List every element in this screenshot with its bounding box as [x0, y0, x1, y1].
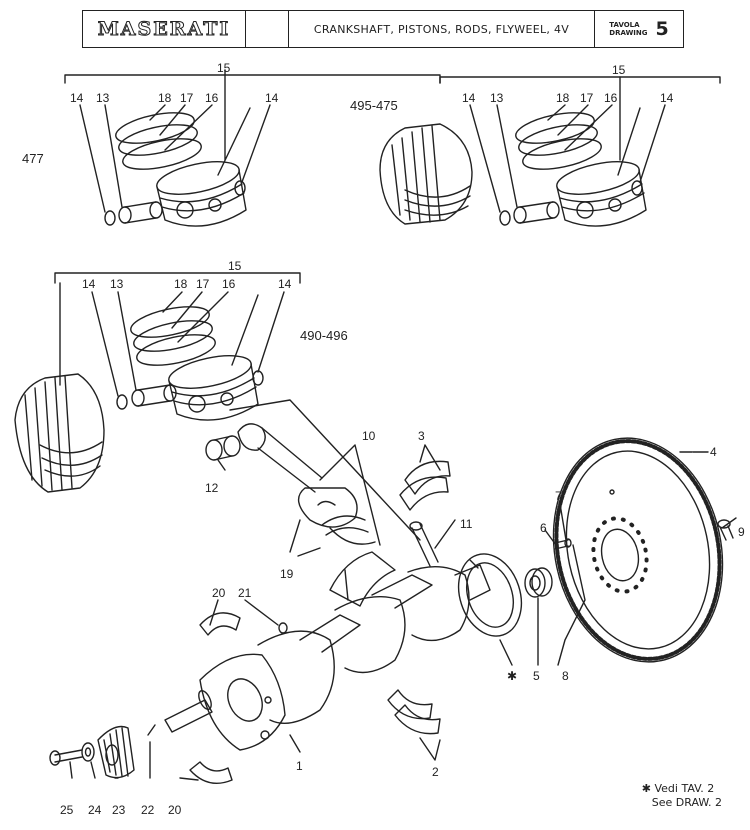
callout-17: 17 [196, 277, 210, 291]
thrust-washer-lower [189, 761, 233, 784]
callout-25: 25 [60, 803, 74, 817]
piston-ring-18 [115, 112, 195, 144]
group-label-495-475: 495-475 [350, 98, 398, 113]
callout-star: ✱ [507, 669, 517, 683]
footnote-line-1: ✱ Vedi TAV. 2 [641, 782, 715, 795]
rod-outline-leader [229, 399, 421, 541]
callout-5: 5 [533, 669, 540, 683]
flywheel-bolt-9 [717, 519, 734, 541]
callout-9: 9 [738, 525, 745, 539]
callout-23: 23 [112, 803, 126, 817]
footnote: ✱ Vedi TAV. 2 See DRAW. 2 [642, 782, 722, 810]
piston-pin [118, 201, 163, 224]
timing-gear [97, 725, 135, 779]
thrust-washer-upper [199, 612, 241, 636]
rod-bolt [409, 521, 439, 567]
circlip-left [104, 210, 116, 226]
callout-16: 16 [205, 91, 219, 105]
callout-14: 14 [278, 277, 292, 291]
piston [156, 161, 247, 227]
rear-oil-seal [457, 553, 523, 637]
callout-14: 14 [70, 91, 84, 105]
big-end-bearing [321, 515, 369, 536]
small-end-bush [205, 435, 241, 461]
piston-pin [131, 384, 177, 407]
callout-19: 19 [280, 567, 294, 581]
title-block-spacer [246, 11, 289, 47]
cylinder-liner [379, 123, 473, 225]
piston-ring-17 [118, 124, 198, 156]
callout-17: 17 [180, 91, 194, 105]
key-22 [147, 724, 156, 736]
callout-20: 20 [212, 586, 226, 600]
callout-4: 4 [710, 445, 717, 459]
callout-15: 15 [228, 259, 242, 273]
callout-15: 15 [217, 61, 231, 75]
callout-18: 18 [158, 91, 172, 105]
callout-18: 18 [174, 277, 188, 291]
callout-22: 22 [141, 803, 155, 817]
piston-ring-16 [122, 138, 202, 170]
main-bearing-shells-2 [387, 689, 441, 761]
connecting-rod-assembly [205, 399, 439, 607]
callout-13: 13 [490, 91, 504, 105]
callout-7: 7 [555, 489, 562, 503]
piston [556, 161, 647, 227]
rod-cap [329, 551, 396, 607]
callout-6: 6 [540, 521, 547, 535]
callout-16: 16 [222, 277, 236, 291]
footnote-line-2: See DRAW. 2 [651, 796, 722, 809]
tavola-label: TAVOLA [609, 21, 640, 29]
callout-17: 17 [580, 91, 594, 105]
callout-15: 15 [612, 63, 626, 77]
callout-1: 1 [296, 759, 303, 773]
callout-24: 24 [88, 803, 102, 817]
main-bearing-shells-3 [399, 444, 451, 511]
spigot-bearing-5 [524, 567, 553, 598]
washer-24 [81, 742, 95, 762]
circlip-right [234, 180, 246, 196]
callout-8: 8 [562, 669, 569, 683]
crankshaft [164, 564, 491, 751]
drawing-title: CRANKSHAFT, PISTONS, RODS, FLYWEEL, 4V [289, 11, 595, 47]
piston-group-495-475 [379, 76, 721, 227]
callout-12: 12 [205, 481, 219, 495]
bolt-25 [49, 749, 83, 766]
flywheel [552, 437, 724, 663]
callout-14: 14 [462, 91, 476, 105]
callout-18: 18 [556, 91, 570, 105]
callout-11: 11 [460, 517, 473, 531]
callout-13: 13 [96, 91, 110, 105]
cylinder-liner [14, 373, 105, 493]
callout-16: 16 [604, 91, 618, 105]
callout-21: 21 [238, 586, 252, 600]
brand-logo: MASERATI [83, 11, 246, 47]
piston-group-490-496 [14, 272, 301, 493]
group-label-477: 477 [22, 151, 44, 166]
callout-2: 2 [432, 765, 439, 779]
callout-20: 20 [168, 803, 182, 817]
drawing-label: DRAWING [609, 29, 648, 37]
callout-3: 3 [418, 429, 425, 443]
callout-14: 14 [82, 277, 96, 291]
drawing-number-cell: TAVOLA DRAWING 5 [595, 11, 683, 47]
group-label-490-496: 490-496 [300, 328, 348, 343]
drawing-number: 5 [655, 18, 669, 40]
callout-14: 14 [265, 91, 279, 105]
callout-14: 14 [660, 91, 674, 105]
title-block: MASERATI CRANKSHAFT, PISTONS, RODS, FLYW… [82, 10, 684, 48]
piston-pin [513, 201, 560, 224]
plug-21 [278, 622, 288, 634]
bracket-15 [64, 74, 441, 84]
piston [168, 355, 259, 421]
callout-13: 13 [110, 277, 124, 291]
callout-10: 10 [362, 429, 376, 443]
